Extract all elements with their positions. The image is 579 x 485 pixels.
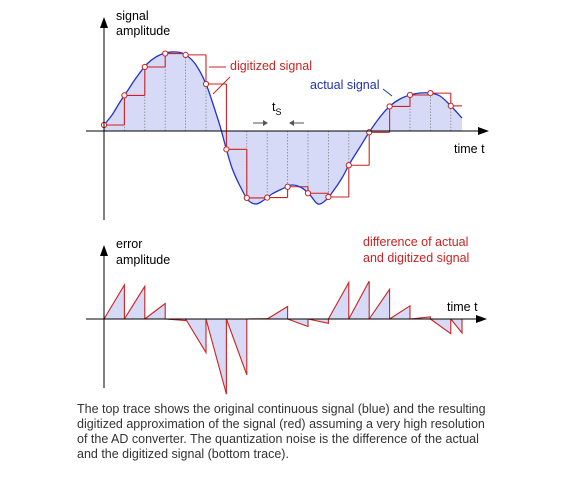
sample-point-marker — [223, 146, 230, 153]
sample-point-marker — [264, 194, 271, 201]
top-x-label: time t — [454, 142, 485, 156]
top-y-label-line1: signal — [116, 9, 149, 23]
sample-point-marker — [325, 193, 332, 201]
top-y-axis-arrow-icon — [100, 17, 108, 28]
bottom-y-label-line2: amplitude — [116, 253, 170, 267]
actual-signal-label: actual signal — [310, 78, 380, 92]
sample-point-marker — [284, 183, 291, 190]
bottom-x-label: time t — [447, 300, 478, 314]
error-tooth-outline — [123, 284, 146, 320]
error-tooth-outline — [225, 318, 248, 376]
sample-point-marker — [202, 80, 210, 88]
sample-point-marker — [366, 129, 373, 136]
error-tooth-outline — [287, 318, 309, 328]
bottom-x-axis-arrow-icon — [476, 315, 487, 323]
error-tooth-outline — [266, 305, 289, 320]
sample-period-right-arrow-icon — [289, 120, 294, 126]
actual-signal-fill — [104, 51, 462, 205]
error-tooth-outline — [450, 318, 463, 335]
error-tooth-outline — [144, 302, 166, 320]
bottom-y-axis-arrow-icon — [100, 245, 108, 256]
sample-point-marker — [121, 92, 128, 99]
sample-point-marker — [427, 90, 434, 97]
bottom-plot: error amplitude time t difference of act… — [86, 235, 487, 395]
figure-caption: The top trace shows the original continu… — [77, 402, 486, 461]
error-tooth-outline — [307, 318, 329, 324]
sample-period-left-arrow-icon — [263, 120, 268, 126]
top-x-axis-arrow-icon — [478, 127, 489, 135]
error-tooth-outline — [409, 316, 431, 320]
top-plot: signal amplitude time t digitized signal… — [86, 9, 489, 220]
error-tooth-outline — [103, 282, 125, 320]
sample-point-marker — [304, 190, 312, 197]
sample-point-marker — [243, 194, 250, 201]
sample-period-label: tS — [272, 100, 282, 117]
error-tooth-fill — [124, 286, 145, 319]
difference-label-line1: difference of actual — [363, 235, 468, 249]
digitized-signal-steps — [104, 52, 462, 199]
sample-point-marker — [345, 162, 352, 169]
sample-point-marker — [447, 102, 454, 109]
difference-label-line2: and digitized signal — [363, 251, 469, 265]
error-tooth-outline — [185, 318, 207, 355]
sample-point-marker — [386, 103, 393, 110]
actual-signal-curve — [103, 51, 463, 205]
sample-point-marker — [141, 63, 148, 71]
digitized-signal-label: digitized signal — [230, 59, 312, 73]
top-y-label-line2: amplitude — [116, 24, 170, 38]
error-tooth-outline — [389, 304, 411, 320]
error-tooth-outline — [368, 287, 391, 320]
error-tooth-outline — [430, 318, 452, 335]
sample-point-marker — [162, 50, 169, 57]
sampling-diagram: signal amplitude time t digitized signal… — [86, 9, 489, 395]
bottom-y-label-line1: error — [116, 237, 142, 251]
actual-label-pointer — [382, 88, 393, 97]
error-tooth-outline — [205, 318, 227, 395]
sample-point-marker — [406, 91, 414, 99]
error-tooth-outline — [327, 280, 350, 320]
digitized-label-pointer-2 — [212, 76, 231, 95]
error-signal — [103, 280, 463, 395]
error-tooth-outline — [348, 280, 370, 320]
sample-point-marker — [182, 51, 189, 58]
